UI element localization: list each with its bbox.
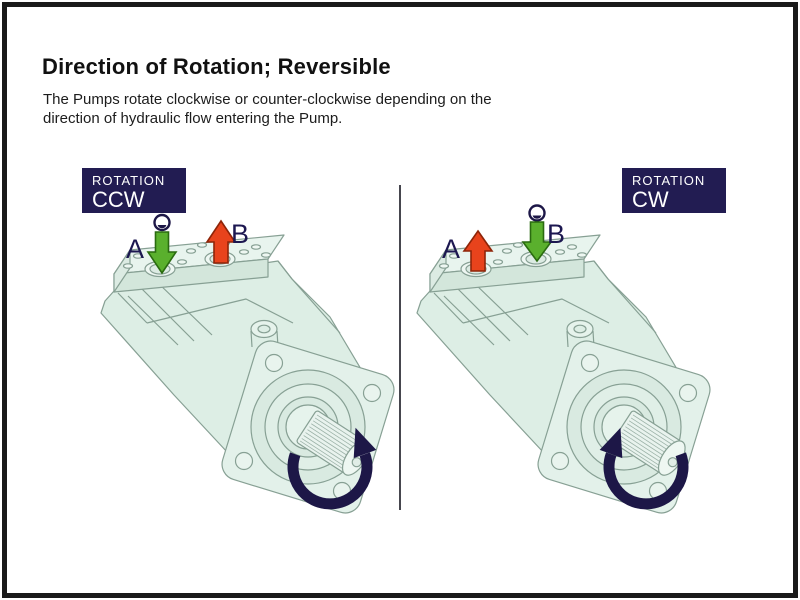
pump-illustration: [416, 234, 715, 518]
subtitle-line-1: The Pumps rotate clockwise or counter-cl…: [43, 91, 492, 108]
rotation-badge-ccw: ROTATION CCW: [82, 168, 186, 213]
pump-diagram-ccw: A B: [100, 213, 399, 518]
rotation-badge-word: ROTATION: [632, 173, 706, 188]
gauge-port-icon: [528, 204, 546, 222]
port-label-a: A: [442, 234, 460, 264]
page-title: Direction of Rotation; Reversible: [42, 54, 391, 79]
flow-arrow-up-icon: [205, 219, 237, 264]
port-label-b: B: [547, 219, 565, 249]
port-label-b: B: [231, 219, 249, 249]
flow-arrow-down-icon: [146, 231, 178, 275]
rotation-badge-direction: CW: [632, 187, 669, 212]
gauge-port-icon: [153, 213, 171, 232]
flow-arrow-down-icon: [521, 221, 553, 263]
pump-illustration: [100, 234, 399, 518]
port-label-a: A: [126, 234, 144, 264]
subtitle-line-2: direction of hydraulic flow entering the…: [43, 110, 343, 127]
rotation-badge-word: ROTATION: [92, 173, 166, 188]
shaft-rotation-arrow-icon: [599, 427, 689, 510]
rotation-badge-direction: CCW: [92, 187, 145, 212]
shaft-rotation-arrow-icon: [287, 427, 377, 510]
pump-diagram-cw: A B: [416, 204, 715, 518]
panel-divider: [399, 185, 401, 510]
flow-arrow-up-icon: [462, 229, 494, 272]
rotation-badge-cw: ROTATION CW: [622, 168, 726, 213]
